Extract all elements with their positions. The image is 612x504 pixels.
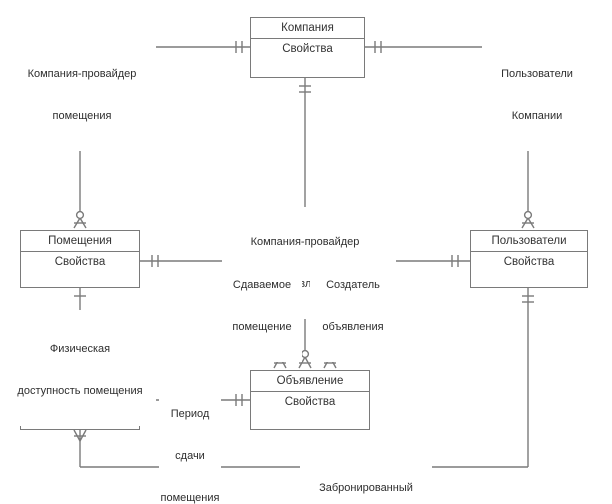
relationship-label-line-2: помещение xyxy=(232,321,292,333)
relationship-label-listing-creator: Создатель объявления xyxy=(310,250,396,362)
entity-users[interactable]: Пользователи Свойства xyxy=(470,230,588,288)
entity-company-title: Компания xyxy=(251,18,364,39)
relationship-label-line-1: Физическая xyxy=(49,343,111,355)
relationship-label-line-1: Компания-провайдер xyxy=(27,68,137,80)
relationship-label-line-1: Компания-провайдер xyxy=(250,236,360,248)
relationship-label-physical-availability: Физическая доступность помещения xyxy=(4,314,156,426)
entity-premises-body xyxy=(21,272,139,287)
entity-users-attributes: Свойства xyxy=(503,256,555,268)
entity-users-body xyxy=(471,272,587,287)
relationship-label-line-2: сдачи xyxy=(175,450,205,462)
entity-company-attributes: Свойства xyxy=(282,43,333,55)
relationship-label-line-2: доступность помещения xyxy=(17,385,143,397)
relationship-label-rented-premises: Сдаваемое помещение xyxy=(222,250,302,362)
crowsfoot-zero-circle xyxy=(300,349,310,359)
relationship-label-line-2: объявления xyxy=(322,321,384,333)
entity-premises-attributes: Свойства xyxy=(54,256,106,268)
relationship-label-line-3: помещения xyxy=(160,492,220,504)
entity-listing[interactable]: Объявление Свойства xyxy=(250,370,370,430)
relationship-label-line-1: Забронированный xyxy=(319,482,413,494)
relationship-label-line-2: помещения xyxy=(52,110,112,122)
relationship-label-line-2: Компании xyxy=(511,110,563,122)
crowsfoot-zero-circle xyxy=(75,210,85,220)
crowsfoot-many xyxy=(73,429,87,443)
entity-company[interactable]: Компания Свойства xyxy=(250,17,365,78)
relationship-label-company-premises-provider: Компания-провайдер помещения xyxy=(8,39,156,151)
entity-listing-body xyxy=(251,412,369,429)
crowsfoot-zero-circle xyxy=(523,210,533,220)
relationship-label-booked-period: Забронированный период xyxy=(300,453,432,504)
relationship-label-company-users: Пользователи Компании xyxy=(482,39,592,151)
relationship-label-rent-period: Период сдачи помещения xyxy=(159,379,221,504)
relationship-label-line-1: Период xyxy=(170,408,210,420)
entity-premises-title: Помещения xyxy=(21,231,139,252)
entity-listing-title: Объявление xyxy=(251,371,369,392)
relationship-label-line-1: Создатель xyxy=(326,279,380,291)
entity-company-body xyxy=(251,59,364,77)
entity-premises[interactable]: Помещения Свойства xyxy=(20,230,140,288)
entity-listing-attributes: Свойства xyxy=(284,396,336,408)
relationship-label-line-1: Сдаваемое xyxy=(232,279,292,291)
relationship-label-line-1: Пользователи xyxy=(501,68,573,80)
entity-users-title: Пользователи xyxy=(471,231,587,252)
